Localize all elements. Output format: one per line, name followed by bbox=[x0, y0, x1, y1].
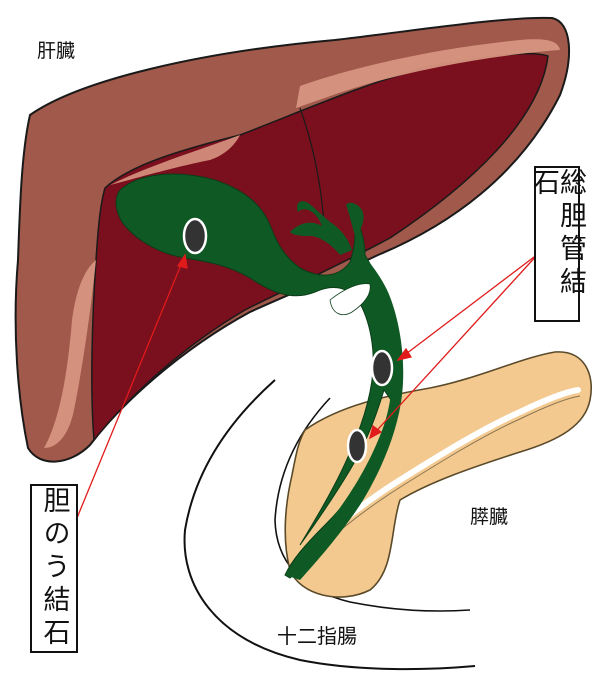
liver-rim-upper bbox=[296, 39, 560, 108]
cystic-gap bbox=[329, 283, 371, 316]
common-bile-duct bbox=[285, 250, 404, 580]
pointer-line-cbd-upper bbox=[397, 253, 539, 361]
pointer-line-cbd-lower bbox=[369, 253, 539, 439]
bile-duct-stone-lower bbox=[346, 428, 368, 464]
duodenum-outline bbox=[183, 379, 476, 671]
duodenum-label: 十二指腸 bbox=[277, 624, 357, 648]
liver bbox=[14, 16, 570, 463]
common-bile-duct-stone-label: 総胆管結石 bbox=[528, 168, 586, 300]
pointer-head-gallbladder bbox=[176, 253, 188, 269]
pancreas-label: 膵臓 bbox=[470, 506, 509, 528]
pointers bbox=[69, 253, 539, 536]
gallbladder-stone-label: 胆のう結石 bbox=[38, 486, 70, 651]
pointer-line-gallbladder bbox=[69, 254, 186, 536]
common-bile-duct-stone-box: 総胆管結石 bbox=[528, 166, 586, 322]
pointer-head-cbd-upper bbox=[396, 347, 413, 362]
bile-duct-stone-upper bbox=[370, 349, 394, 387]
pancreas bbox=[284, 351, 592, 598]
liver-label: 肝臓 bbox=[37, 40, 76, 62]
gallbladder-stone bbox=[182, 217, 208, 255]
pointer-head-cbd-lower bbox=[369, 424, 383, 440]
pancreas-body bbox=[284, 351, 592, 598]
stones bbox=[182, 217, 394, 464]
liver-rim-left bbox=[44, 260, 96, 448]
gallbladder-stone-box: 胆のう結石 bbox=[30, 484, 78, 653]
hepatic-duct-right bbox=[346, 202, 364, 238]
liver-rim-mid bbox=[110, 135, 240, 185]
biliary-system bbox=[115, 173, 404, 580]
hepatic-duct-left bbox=[290, 201, 352, 255]
